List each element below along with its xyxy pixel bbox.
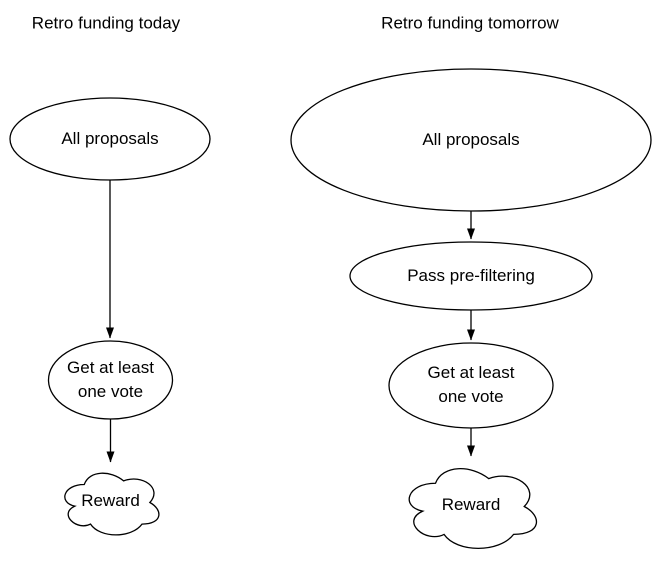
flow-today-title: Retro funding today [31, 13, 181, 33]
today-get-vote-ellipse [47, 340, 174, 420]
tomorrow-all-proposals-ellipse [290, 68, 652, 212]
flow-tomorrow-title: Retro funding tomorrow [381, 13, 559, 33]
today-reward-cloud [64, 472, 160, 536]
tomorrow-get-vote-ellipse [388, 342, 554, 429]
today-all-proposals-ellipse [9, 97, 211, 181]
tomorrow-reward-cloud [408, 468, 538, 549]
flow-today-group [9, 97, 211, 536]
tomorrow-pass-prefilter-ellipse [349, 241, 593, 311]
flow-tomorrow-group [290, 68, 652, 549]
